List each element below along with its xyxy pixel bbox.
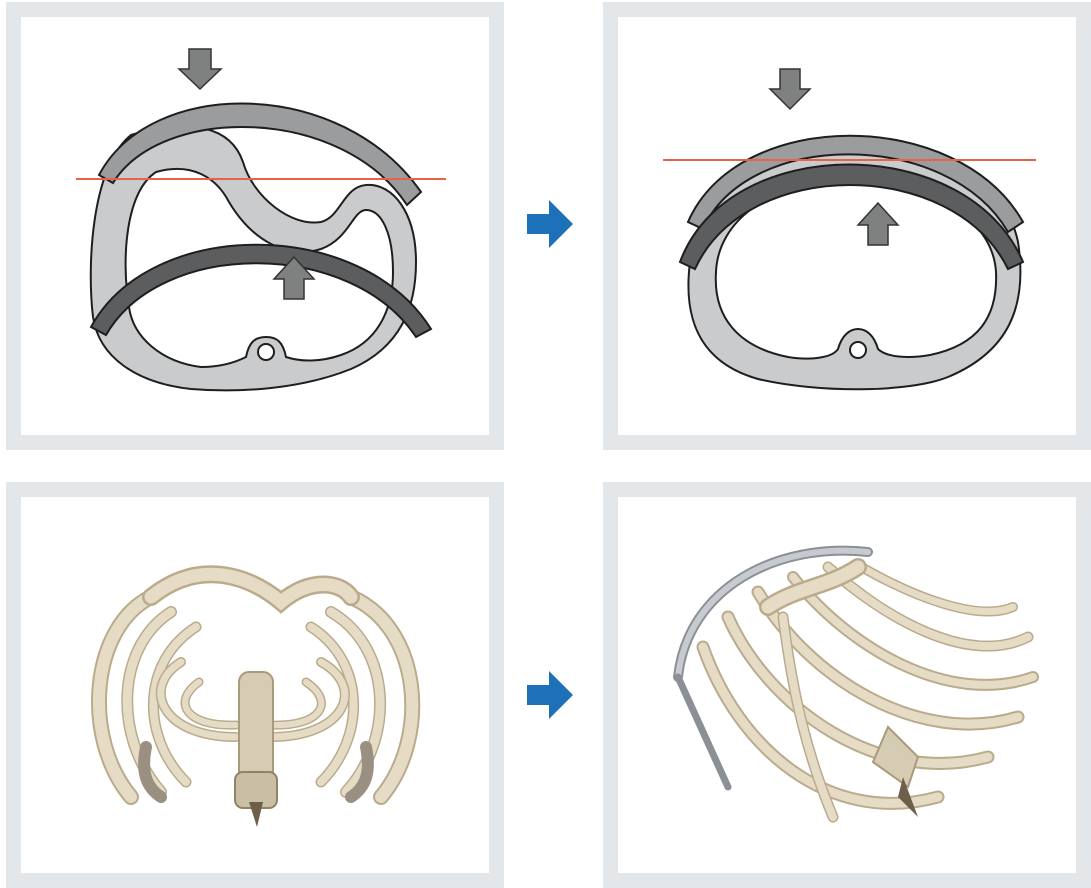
up-arrow-icon (858, 203, 898, 245)
spine-hole (258, 344, 274, 360)
panel-after-model (603, 482, 1091, 888)
after-model-svg (618, 497, 1076, 873)
down-arrow-icon (770, 69, 810, 109)
spine-hole (850, 342, 866, 358)
panel-before-diagram (6, 2, 504, 450)
after-diagram-svg (618, 17, 1076, 435)
down-arrow-icon (179, 49, 221, 89)
right-arrow-icon (523, 667, 575, 723)
spine (873, 727, 918, 787)
panel-before-model (6, 482, 504, 888)
right-arrow-icon (523, 196, 575, 252)
before-diagram-svg (21, 17, 489, 435)
before-model-svg (21, 497, 489, 873)
rib-cage-model (703, 565, 1033, 817)
panel-after-diagram (603, 2, 1091, 450)
spinal-process (249, 802, 263, 827)
